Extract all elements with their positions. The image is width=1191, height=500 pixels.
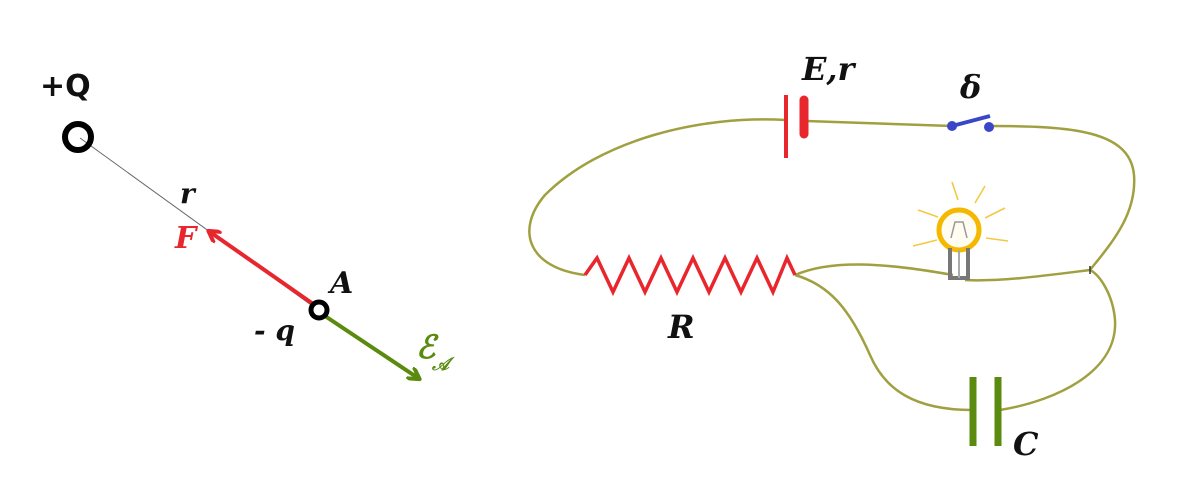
test-charge-label: - q xyxy=(254,314,295,347)
bulb-glass xyxy=(936,207,982,253)
switch-contact-right xyxy=(984,122,994,132)
resistor-label: R xyxy=(667,308,695,346)
field-diagram: +Q r F A - q ℰ 𝒜 xyxy=(40,69,455,378)
switch-label: δ xyxy=(959,68,981,106)
capacitor-label: C xyxy=(1013,425,1039,463)
switch xyxy=(947,114,994,132)
battery xyxy=(784,95,809,158)
wire-bulb-junction xyxy=(964,268,1091,282)
field-arrow xyxy=(320,312,418,378)
field-subscript: 𝒜 xyxy=(431,354,455,375)
switch-contact-left xyxy=(947,121,957,131)
wire-left-loop xyxy=(528,118,787,277)
test-charge-point xyxy=(308,299,330,321)
light-bulb-icon xyxy=(912,181,1009,280)
battery-label: E,r xyxy=(801,50,857,88)
resistor xyxy=(583,253,797,297)
circuit-diagram: E,r δ R C xyxy=(528,50,1136,463)
force-label: F xyxy=(174,221,199,256)
circuit-wires xyxy=(528,118,1136,412)
bulb-rays xyxy=(912,181,1009,247)
source-charge-label: +Q xyxy=(40,69,91,104)
point-label: A xyxy=(327,266,353,301)
switch-lever xyxy=(951,114,991,128)
distance-label: r xyxy=(180,177,197,210)
source-charge xyxy=(62,121,94,153)
wire-battery-switch xyxy=(805,119,953,128)
wire-resistor-capacitor xyxy=(794,273,973,412)
field-label: ℰ xyxy=(416,328,439,366)
capacitor xyxy=(969,377,1002,446)
wire-resistor-bulb xyxy=(794,263,954,277)
bulb-filament xyxy=(950,221,968,239)
wire-capacitor-junction xyxy=(999,268,1117,412)
force-arrow xyxy=(210,232,318,308)
wire-switch-right xyxy=(989,124,1136,271)
